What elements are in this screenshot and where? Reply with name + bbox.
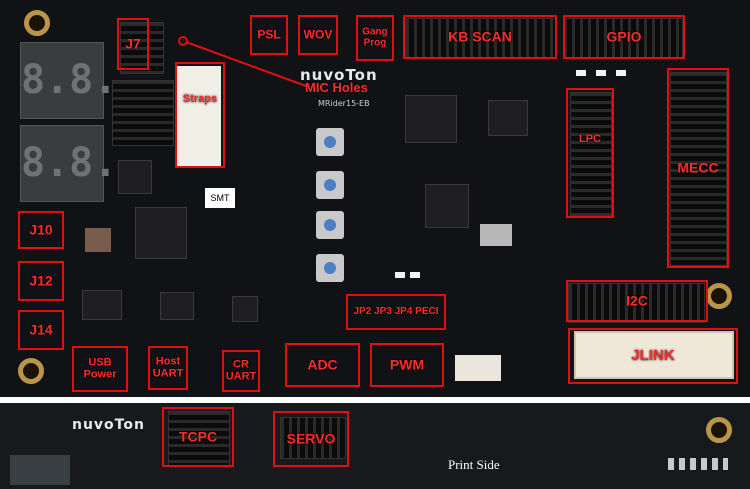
mounting-hole-right — [706, 283, 732, 309]
label-gpio: GPIO — [563, 15, 685, 59]
push-button-2 — [316, 171, 344, 199]
chip-small-3 — [160, 292, 194, 320]
label-tcpc: TCPC — [162, 407, 234, 467]
label-psl: PSL — [250, 15, 288, 55]
push-button-3 — [316, 211, 344, 239]
chip-small-4 — [232, 296, 258, 322]
label-straps: Straps — [175, 62, 225, 168]
seven-segment-display-1: 8.8. — [20, 42, 117, 119]
label-j14: J14 — [18, 310, 64, 350]
label-j7: J7 — [117, 18, 149, 70]
chip-small-1 — [118, 160, 152, 194]
brand-logo: nuvoTon — [300, 66, 378, 84]
label-servo: SERVO — [273, 411, 349, 467]
label-gang-prog: Gang Prog — [356, 15, 394, 61]
led-2 — [410, 272, 420, 278]
label-i2c: I2C — [566, 280, 708, 322]
chip-flash — [405, 95, 457, 143]
board-model: MRider15-EB — [318, 99, 370, 108]
header-mecc — [670, 72, 727, 266]
label-pwm: PWM — [370, 343, 444, 387]
mounting-hole-top-left — [24, 10, 50, 36]
label-lpc: LPC — [566, 88, 614, 218]
header-left-block — [112, 80, 174, 146]
led-3 — [576, 70, 586, 76]
print-side-brand-logo: nuvoTon — [72, 417, 145, 433]
mic-holes-pointer — [178, 36, 307, 87]
print-side-connector — [10, 455, 70, 485]
label-wov: WOV — [298, 15, 338, 55]
print-side-pins — [668, 458, 728, 470]
straps-switch — [177, 66, 221, 166]
label-j12: J12 — [18, 261, 64, 301]
chip-ec — [425, 184, 469, 228]
chip-controller — [488, 100, 528, 136]
print-side-caption: Print Side — [448, 457, 500, 472]
reset-switch — [85, 228, 111, 252]
header-i2c — [568, 283, 705, 323]
label-jp-peci: JP2 JP3 JP4 PECI — [346, 294, 446, 330]
board-print-side: nuvoTon TCPC SERVO Print Side — [0, 403, 750, 489]
mounting-hole-bottom-left — [18, 358, 44, 384]
seven-segment-display-2: 8.8. — [20, 125, 117, 202]
smt-sticker: SMT — [205, 188, 235, 208]
label-jlink: JLINK — [568, 328, 738, 384]
led-4 — [596, 70, 606, 76]
label-mic-holes: MIC Holes — [305, 80, 368, 95]
label-mecc: MECC — [667, 68, 729, 268]
chip-small-2 — [82, 290, 122, 320]
crystal — [480, 224, 512, 246]
board-top-view: 8.8. 8.8. nuvoTon MRider15-EB SMT J7 Str… — [0, 0, 750, 397]
jlink-connector — [574, 331, 734, 379]
header-j7 — [120, 22, 164, 74]
label-j10: J10 — [18, 211, 64, 249]
label-kb-scan: KB SCAN — [403, 15, 557, 59]
label-usb-power: USB Power — [72, 346, 128, 392]
push-button-4 — [316, 254, 344, 282]
white-connector — [455, 355, 501, 381]
chip-main-mcu — [135, 207, 187, 259]
print-side-hole — [706, 417, 732, 443]
led-5 — [616, 70, 626, 76]
led-1 — [395, 272, 405, 278]
label-adc: ADC — [285, 343, 360, 387]
label-cr-uart: CR UART — [222, 350, 260, 392]
servo-header — [280, 417, 346, 459]
header-row-top — [405, 18, 557, 58]
push-button-1 — [316, 128, 344, 156]
header-lpc — [570, 92, 612, 216]
label-host-uart: Host UART — [148, 346, 188, 390]
header-row-gpio — [563, 18, 683, 58]
